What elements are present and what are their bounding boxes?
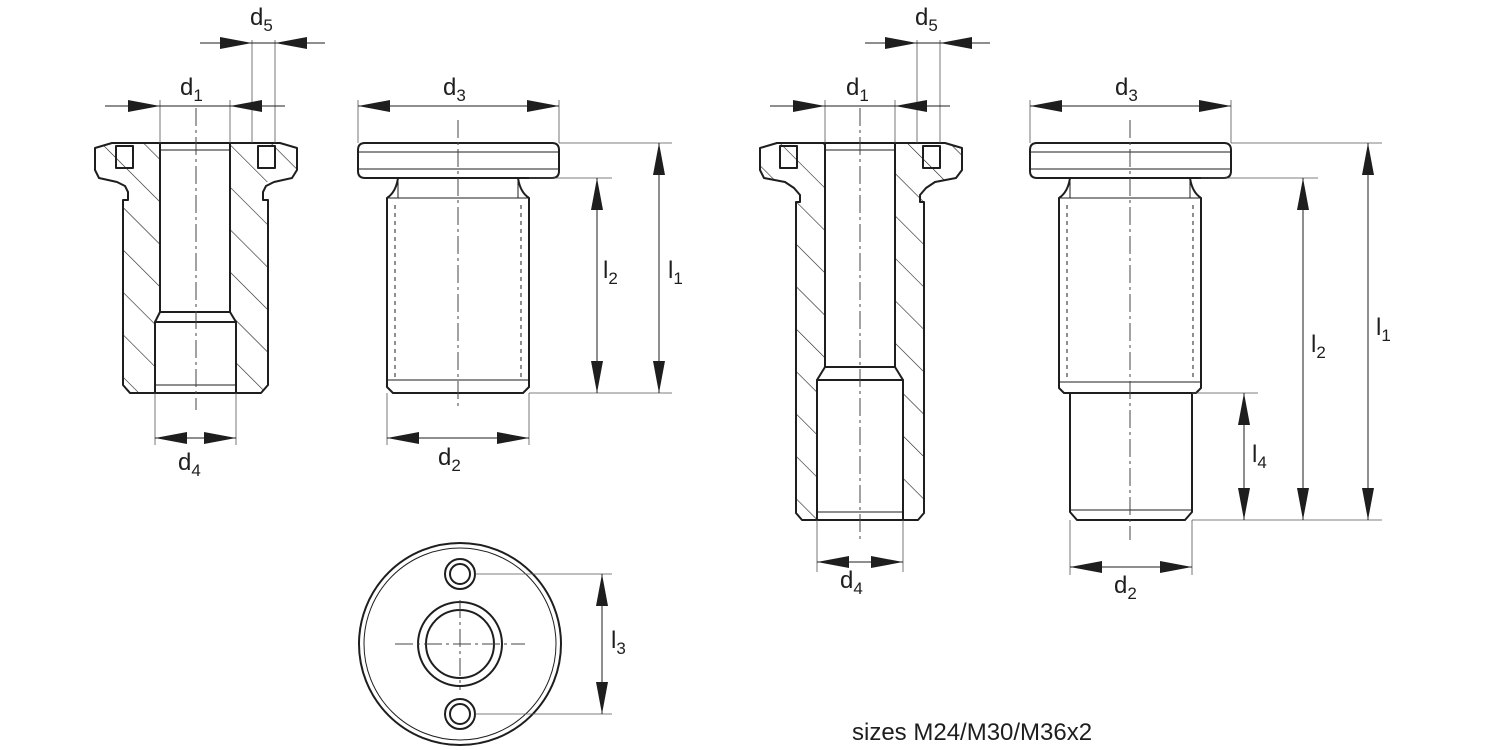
label-d5-view1: d5 — [250, 4, 273, 35]
dimension-labels: d1 d5 d3 d4 d2 l2 l1 d1 d5 d3 d4 d2 l4 l… — [178, 4, 1391, 658]
label-l1-view2: l1 — [668, 257, 683, 288]
label-d3-view4: d3 — [1115, 74, 1138, 105]
extension-lines — [154, 40, 1382, 715]
label-d5-view3: d5 — [915, 4, 938, 35]
label-d3-view2: d3 — [443, 74, 466, 105]
view-exterior-small — [357, 120, 560, 410]
label-l2-view2: l2 — [603, 257, 618, 288]
label-l1-view4: l1 — [1376, 314, 1391, 345]
label-l4-view4: l4 — [1252, 441, 1267, 472]
label-l2-view4: l2 — [1311, 331, 1326, 362]
label-d4-view3: d4 — [840, 567, 863, 598]
sizes-caption: sizes M24/M30/M36x2 — [852, 719, 1092, 746]
view-section-small — [94, 108, 298, 410]
view-section-large — [759, 108, 963, 540]
dimension-lines — [105, 37, 1374, 714]
label-d1-view3: d1 — [846, 74, 869, 105]
label-d4-view1: d4 — [178, 449, 201, 480]
label-l3-view5: l3 — [611, 627, 626, 658]
label-d2-view2: d2 — [438, 444, 461, 475]
label-d1-view1: d1 — [180, 74, 203, 105]
view-exterior-large — [1029, 120, 1232, 540]
view-top — [358, 542, 562, 746]
label-d2-view4: d2 — [1114, 572, 1137, 603]
